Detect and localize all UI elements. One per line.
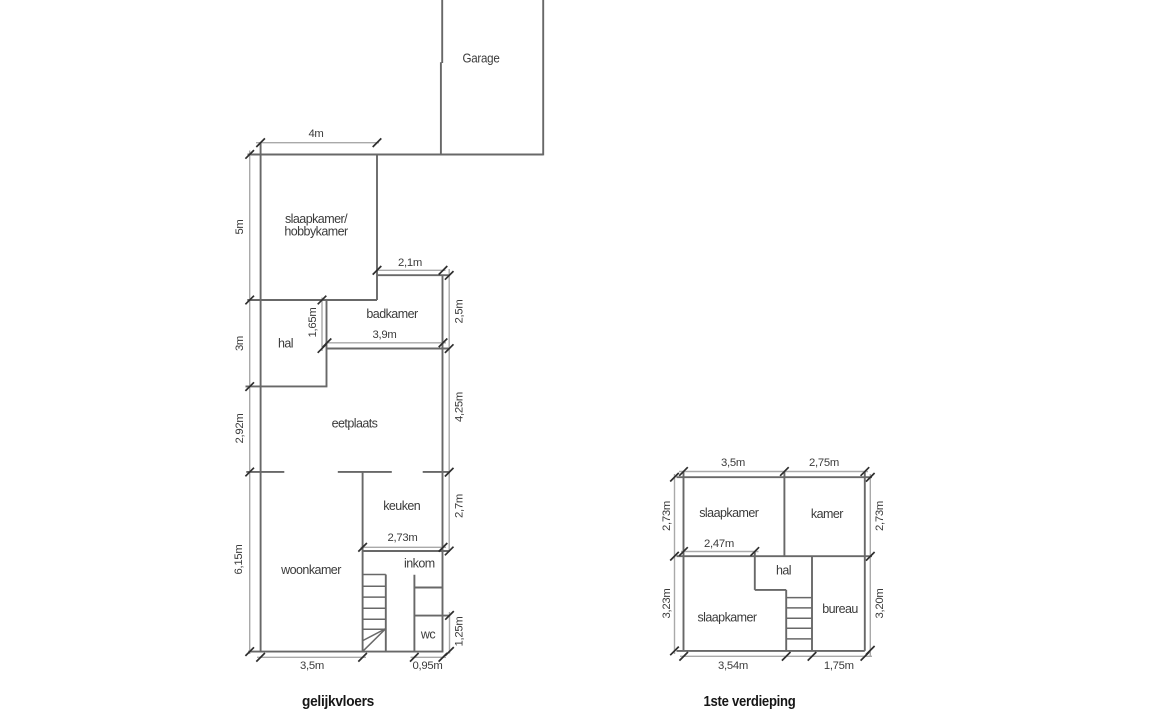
svg-text:2,7m: 2,7m — [454, 494, 466, 518]
svg-text:eetplaats: eetplaats — [332, 416, 378, 430]
svg-text:0,95m: 0,95m — [413, 660, 443, 672]
svg-text:5m: 5m — [234, 219, 246, 234]
svg-text:2,92m: 2,92m — [234, 414, 246, 444]
svg-text:2,1m: 2,1m — [398, 257, 422, 269]
svg-text:3,20m: 3,20m — [874, 589, 886, 619]
svg-text:badkamer: badkamer — [366, 307, 418, 321]
svg-text:4m: 4m — [308, 128, 323, 140]
svg-text:2,73m: 2,73m — [388, 532, 418, 544]
svg-text:2,73m: 2,73m — [874, 501, 886, 531]
svg-text:6,15m: 6,15m — [233, 545, 245, 575]
svg-text:3,9m: 3,9m — [373, 329, 397, 341]
svg-text:hal: hal — [776, 563, 791, 577]
svg-text:kamer: kamer — [811, 507, 843, 521]
svg-text:2,47m: 2,47m — [704, 538, 734, 550]
svg-text:slaapkamer/: slaapkamer/ — [285, 212, 348, 226]
svg-text:3,23m: 3,23m — [661, 589, 673, 619]
svg-text:hobbykamer: hobbykamer — [284, 225, 348, 239]
svg-text:Garage: Garage — [463, 51, 500, 66]
svg-text:woonkamer: woonkamer — [280, 563, 341, 577]
svg-text:hal: hal — [278, 337, 293, 351]
svg-text:inkom: inkom — [404, 557, 435, 571]
svg-text:3,54m: 3,54m — [718, 660, 748, 672]
svg-text:1,75m: 1,75m — [824, 660, 854, 672]
svg-text:bureau: bureau — [822, 602, 858, 616]
svg-text:1,25m: 1,25m — [454, 617, 466, 647]
svg-text:2,73m: 2,73m — [661, 501, 673, 531]
svg-text:2,75m: 2,75m — [809, 457, 839, 469]
svg-text:1,65m: 1,65m — [307, 308, 319, 338]
svg-text:wc: wc — [420, 627, 435, 641]
svg-text:1ste verdieping: 1ste verdieping — [704, 693, 796, 710]
svg-text:3m: 3m — [234, 336, 246, 351]
svg-text:2,5m: 2,5m — [454, 300, 466, 324]
svg-text:4,25m: 4,25m — [454, 392, 466, 422]
svg-text:3,5m: 3,5m — [721, 457, 745, 469]
svg-text:3,5m: 3,5m — [300, 660, 324, 672]
svg-text:keuken: keuken — [383, 499, 421, 513]
svg-text:gelijkvloers: gelijkvloers — [302, 693, 374, 710]
svg-text:slaapkamer: slaapkamer — [697, 611, 756, 625]
svg-text:slaapkamer: slaapkamer — [699, 506, 758, 520]
